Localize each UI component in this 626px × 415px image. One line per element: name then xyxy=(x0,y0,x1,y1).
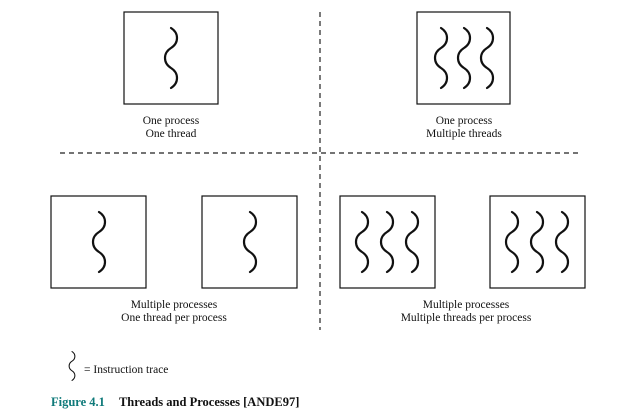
instruction-trace-legend-icon xyxy=(68,351,76,381)
label-line-2: Multiple threads xyxy=(426,128,502,140)
label-line-2: One thread per process xyxy=(121,312,227,324)
process-box xyxy=(489,195,586,289)
process-box xyxy=(50,195,147,289)
label-line-1: Multiple processes xyxy=(422,299,510,311)
quadrant-label-bottom-right: Multiple processes Multiple threads per … xyxy=(401,299,532,325)
legend-label: = Instruction trace xyxy=(84,364,169,376)
process-box xyxy=(123,11,219,105)
figure-number: Figure 4.1 xyxy=(51,395,105,409)
quadrant-label-top-left: One process One thread xyxy=(143,115,200,141)
process-box xyxy=(416,11,511,105)
quadrant-label-top-right: One process Multiple threads xyxy=(426,115,502,141)
process-box xyxy=(339,195,436,289)
label-line-1: One process xyxy=(142,115,200,127)
label-line-2: One thread xyxy=(145,128,197,140)
figure-caption: Figure 4.1 Threads and Processes [ANDE97] xyxy=(51,395,299,410)
label-line-2: Multiple threads per process xyxy=(400,312,532,324)
quadrant-label-bottom-left: Multiple processes One thread per proces… xyxy=(121,299,227,325)
process-box xyxy=(201,195,298,289)
figure-title: Threads and Processes [ANDE97] xyxy=(118,395,300,409)
label-line-1: One process xyxy=(435,115,493,127)
label-line-1: Multiple processes xyxy=(130,299,218,311)
